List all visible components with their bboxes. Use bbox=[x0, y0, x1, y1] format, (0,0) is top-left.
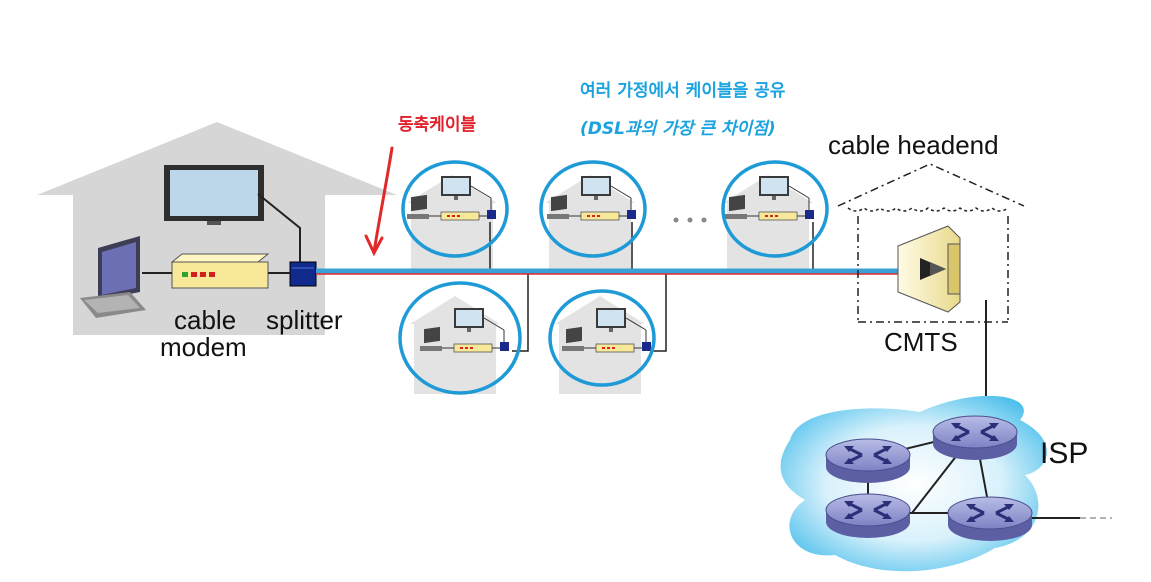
monitor-icon bbox=[164, 165, 264, 225]
cmts-icon bbox=[897, 225, 961, 313]
cable-modem-label-line2: modem bbox=[160, 332, 247, 362]
highlight-circle bbox=[539, 160, 647, 258]
cable-headend-house bbox=[837, 163, 1025, 323]
cable-headend-label: cable headend bbox=[828, 130, 999, 160]
shared-cable-note: 여러 가정에서 케이블을 공유 bbox=[580, 81, 786, 101]
router-icon bbox=[931, 414, 1019, 462]
neighbor-house-1 bbox=[406, 175, 497, 273]
neighbor-house-3 bbox=[723, 175, 815, 273]
highlight-circle bbox=[401, 160, 509, 258]
highlight-circle bbox=[721, 160, 829, 258]
dsl-difference-note: (DSL과의 가장 큰 차이점) bbox=[580, 119, 776, 139]
neighbor-house-4 bbox=[410, 296, 510, 394]
neighbor-house-2 bbox=[545, 175, 637, 273]
arrow-icon bbox=[364, 146, 394, 257]
splitter-icon bbox=[289, 261, 317, 287]
shared-house-highlights bbox=[398, 160, 829, 395]
router-icon bbox=[824, 492, 912, 540]
neighbor-house-5 bbox=[555, 296, 652, 394]
highlight-circle bbox=[398, 281, 522, 395]
isp-label: ISP bbox=[1040, 437, 1089, 470]
splitter-label: splitter bbox=[266, 305, 343, 335]
cmts-label: CMTS bbox=[884, 327, 958, 357]
highlight-circle bbox=[548, 289, 656, 387]
router-icon bbox=[824, 437, 912, 485]
router-icon bbox=[946, 495, 1034, 543]
more-houses-dots bbox=[673, 217, 707, 223]
cable-modem-label-line1: cable bbox=[174, 305, 237, 335]
computer-icon bbox=[80, 236, 146, 318]
coax-cable-note: 동축케이블 bbox=[398, 115, 477, 135]
cable-modem-icon bbox=[170, 253, 270, 289]
home-wiring bbox=[142, 193, 301, 274]
